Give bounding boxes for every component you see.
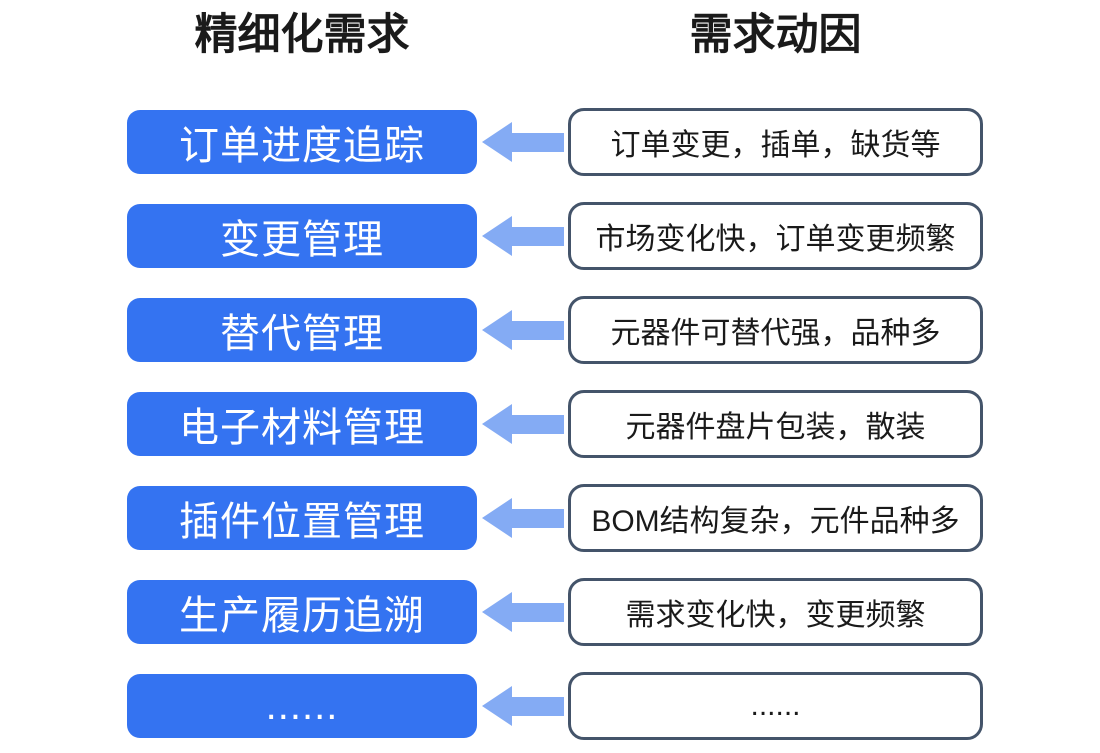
- requirement-box: 替代管理: [127, 298, 477, 362]
- arrow-head: [481, 592, 512, 632]
- left-arrow-icon: [477, 484, 568, 552]
- diagram-row-ematerial-mgmt: 电子材料管理 元器件盘片包装，散装: [127, 390, 1100, 458]
- arrow-shaft: [511, 696, 564, 716]
- requirement-box: 变更管理: [127, 204, 477, 268]
- arrow-shaft: [511, 226, 564, 246]
- header-spacer: [477, 10, 568, 108]
- left-arrow-icon: [477, 390, 568, 458]
- left-arrow-icon: [477, 672, 568, 740]
- arrow-shaft: [511, 508, 564, 528]
- driver-box: BOM结构复杂，元件品种多: [568, 484, 983, 552]
- diagram-row-placement-mgmt: 插件位置管理 BOM结构复杂，元件品种多: [127, 484, 1100, 552]
- requirement-box: 插件位置管理: [127, 486, 477, 550]
- driver-box: 订单变更，插单，缺货等: [568, 108, 983, 176]
- diagram-row-order-tracking: 订单进度追踪 订单变更，插单，缺货等: [127, 108, 1100, 176]
- driver-box: 市场变化快，订单变更频繁: [568, 202, 983, 270]
- arrow-shaft: [511, 414, 564, 434]
- left-column-header: 精细化需求: [194, 11, 410, 59]
- arrow-head: [481, 216, 512, 256]
- diagram-row-substitution-mgmt: 替代管理 元器件可替代强，品种多: [127, 296, 1100, 364]
- requirement-box: ......: [127, 674, 477, 738]
- arrow-head: [481, 498, 512, 538]
- driver-box: 元器件可替代强，品种多: [568, 296, 983, 364]
- driver-box: 元器件盘片包装，散装: [568, 390, 983, 458]
- diagram-row-ellipsis: ...... ......: [127, 672, 1100, 740]
- driver-box: ......: [568, 672, 983, 740]
- arrow-shaft: [511, 602, 564, 622]
- requirement-box: 订单进度追踪: [127, 110, 477, 174]
- diagram-row-history-trace: 生产履历追溯 需求变化快，变更频繁: [127, 578, 1100, 646]
- diagram-rows: 订单进度追踪 订单变更，插单，缺货等 变更管理 市场变化快，订单变更频繁 替代管…: [127, 108, 1100, 740]
- diagram-row-change-mgmt: 变更管理 市场变化快，订单变更频繁: [127, 202, 1100, 270]
- left-arrow-icon: [477, 108, 568, 176]
- left-arrow-icon: [477, 578, 568, 646]
- arrow-shaft: [511, 320, 564, 340]
- arrow-head: [481, 310, 512, 350]
- driver-box: 需求变化快，变更频繁: [568, 578, 983, 646]
- arrow-head: [481, 686, 512, 726]
- left-arrow-icon: [477, 202, 568, 270]
- arrow-head: [481, 122, 512, 162]
- arrow-head: [481, 404, 512, 444]
- arrow-shaft: [511, 132, 564, 152]
- requirement-box: 电子材料管理: [127, 392, 477, 456]
- left-arrow-icon: [477, 296, 568, 364]
- column-headers: 精细化需求 需求动因: [127, 0, 1100, 108]
- right-column-header: 需求动因: [689, 11, 862, 59]
- requirement-box: 生产履历追溯: [127, 580, 477, 644]
